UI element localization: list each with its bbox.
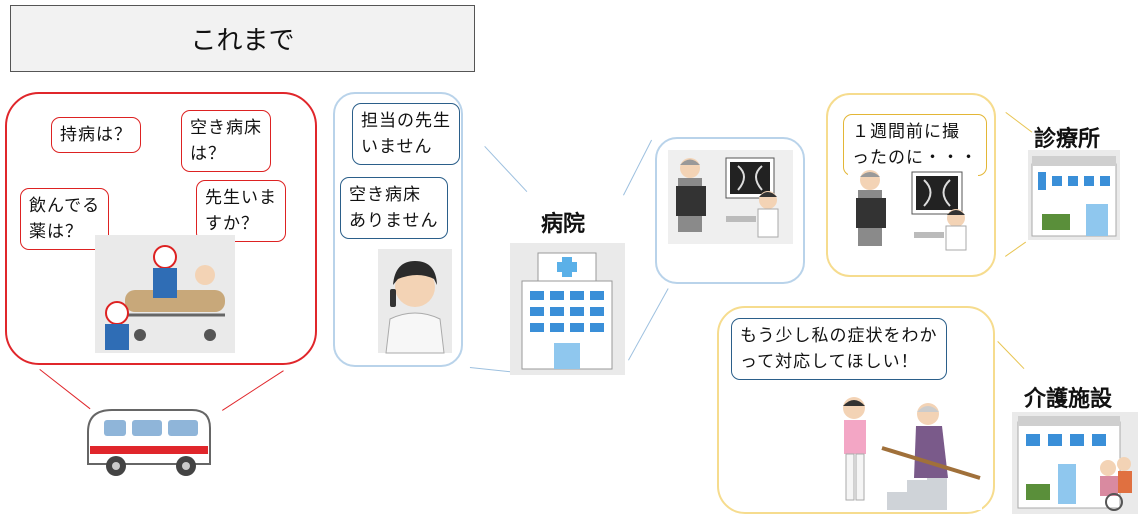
clinic-building-icon xyxy=(1028,150,1120,240)
doctor-xray-illustration xyxy=(848,164,978,254)
clinic-label: 診療所 xyxy=(1034,127,1101,152)
connector-line xyxy=(222,370,284,411)
connector-line xyxy=(1005,112,1033,133)
medication-bubble: 飲んでる 薬は？ xyxy=(20,188,110,250)
care-facility-label: 介護施設 xyxy=(1024,387,1113,412)
chronic-illness-bubble: 持病は？ xyxy=(51,117,141,153)
ambulance-icon xyxy=(87,409,211,476)
page-title: これまで xyxy=(10,5,475,72)
connector-line xyxy=(469,367,512,373)
no-bed-bubble: 空き病床 ありません xyxy=(340,177,448,239)
doctor-xray-illustration xyxy=(668,150,793,244)
care-facility-building-icon xyxy=(1012,412,1138,514)
hospital-label: 病院 xyxy=(541,212,586,237)
connector-line xyxy=(628,288,669,361)
connector-line xyxy=(1005,241,1027,257)
doctor-available-bubble: 先生いま すか？ xyxy=(196,180,286,242)
bed-availability-bubble: 空き病床 は？ xyxy=(181,110,271,172)
nurse-phone-illustration xyxy=(378,249,452,354)
hospital-building-icon xyxy=(510,243,625,375)
connector-line xyxy=(623,139,653,196)
no-doctor-bubble: 担当の先生 いません xyxy=(352,103,460,165)
connector-line xyxy=(484,146,528,193)
caregiver-elderly-stairs-illustration xyxy=(832,392,982,510)
stretcher-paramedics-illustration xyxy=(95,235,235,353)
care-request-bubble: もう少し私の症状をわか って対応してほしい！ xyxy=(731,318,947,380)
connector-line xyxy=(997,341,1025,370)
